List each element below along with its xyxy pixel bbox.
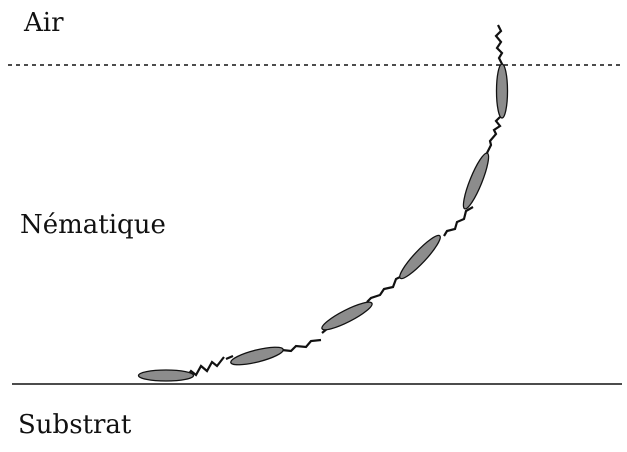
molecule-ellipse [462, 152, 490, 210]
molecule-ellipse [495, 63, 509, 119]
chain-link [485, 116, 502, 156]
substrate-label: Substrat [18, 410, 132, 440]
chain-link [225, 354, 234, 361]
molecule-ellipse [137, 369, 195, 382]
molecule-ellipse [230, 346, 284, 366]
molecule-ellipse [399, 234, 441, 280]
chain-link [366, 274, 405, 303]
nematic-label: Nématique [20, 210, 166, 240]
chain-link [494, 24, 504, 65]
chain-link [186, 356, 225, 377]
air-label: Air [24, 8, 64, 38]
chain-link [281, 338, 322, 353]
molecule-ellipse [321, 301, 373, 331]
chain-link [443, 206, 474, 237]
